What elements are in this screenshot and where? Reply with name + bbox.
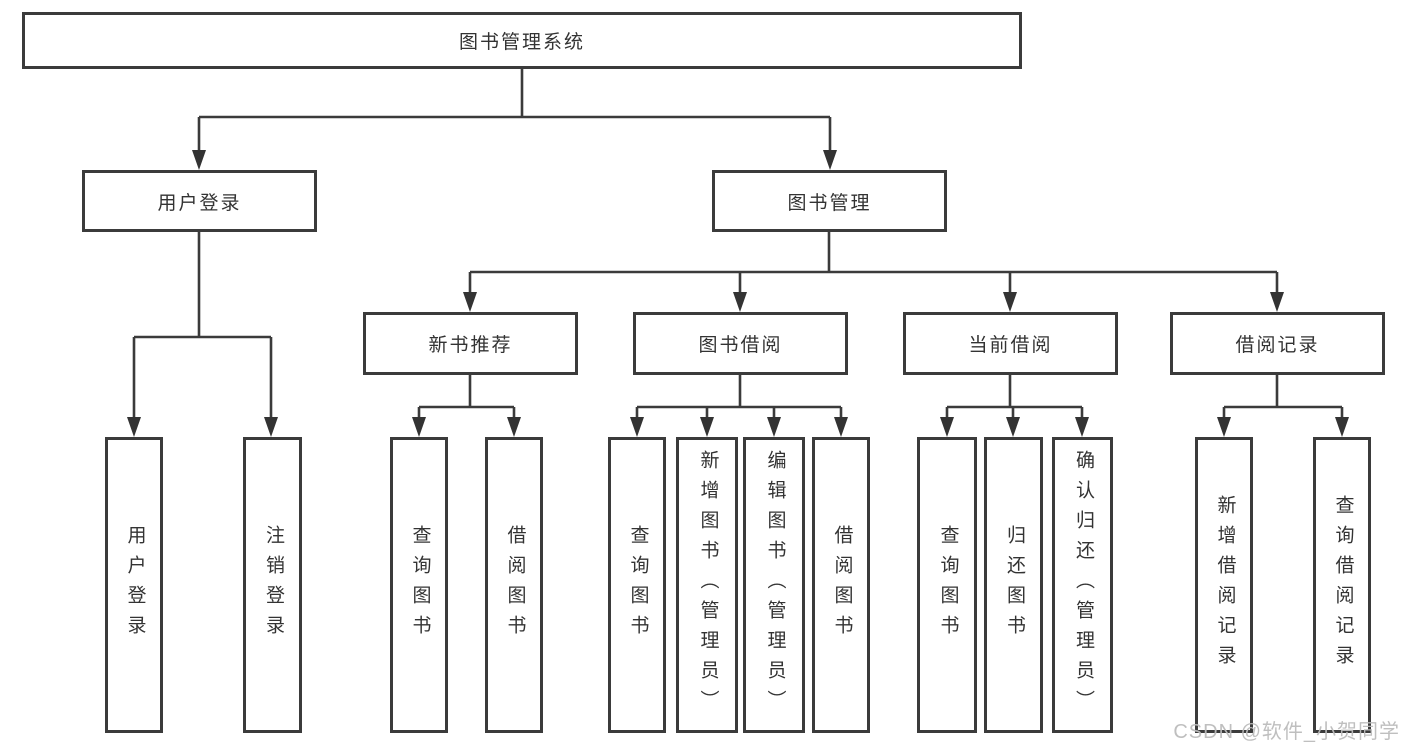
node-label: 图书管理系统: [458, 32, 585, 53]
node-label: 图书借阅: [698, 335, 783, 356]
node-label: 借阅图书: [504, 525, 526, 645]
node-return-books: 归还图书: [984, 437, 1043, 733]
node-label: 新增借阅记录: [1214, 495, 1236, 675]
node-label: 用户登录: [157, 192, 242, 214]
node-user-login-leaf: 用户登录: [105, 437, 163, 733]
node-query-borrow-record: 查询借阅记录: [1313, 437, 1371, 733]
node-label: 借阅图书: [831, 525, 853, 645]
node-borrow-books-borrowing: 借阅图书: [812, 437, 870, 733]
node-label: 借阅记录: [1235, 335, 1320, 356]
node-query-books-borrowing: 查询图书: [608, 437, 666, 733]
node-label: 用户登录: [124, 525, 146, 645]
node-label: 查询借阅记录: [1332, 495, 1354, 675]
node-logout: 注销登录: [243, 437, 302, 733]
node-label: 确认归还（管理员）: [1072, 450, 1094, 720]
node-library-management-system: 图书管理系统: [22, 12, 1022, 69]
csdn-watermark: CSDN @软件_小贺同学: [1173, 721, 1400, 743]
node-borrowing-records: 借阅记录: [1170, 312, 1385, 375]
node-label: 编辑图书（管理员）: [764, 450, 786, 720]
node-label: 图书管理: [787, 192, 872, 214]
node-user-login: 用户登录: [82, 170, 317, 232]
node-label: 查询图书: [627, 525, 649, 645]
node-book-borrowing: 图书借阅: [633, 312, 848, 375]
node-new-book-recommendation: 新书推荐: [363, 312, 578, 375]
node-label: 新增图书（管理员）: [697, 450, 719, 720]
node-add-books-admin: 新增图书（管理员）: [676, 437, 738, 733]
node-confirm-return-admin: 确认归还（管理员）: [1052, 437, 1113, 733]
node-label: 当前借阅: [968, 335, 1053, 356]
node-borrow-books-recommend: 借阅图书: [485, 437, 543, 733]
node-query-books-recommend: 查询图书: [390, 437, 448, 733]
node-label: 查询图书: [937, 525, 959, 645]
node-label: 注销登录: [262, 525, 284, 645]
node-label: 归还图书: [1003, 525, 1025, 645]
node-label: 查询图书: [409, 525, 431, 645]
node-query-books-current: 查询图书: [917, 437, 977, 733]
node-edit-books-admin: 编辑图书（管理员）: [743, 437, 805, 733]
node-book-management: 图书管理: [712, 170, 947, 232]
node-current-borrowing: 当前借阅: [903, 312, 1118, 375]
node-label: 新书推荐: [428, 335, 513, 356]
node-add-borrow-record: 新增借阅记录: [1195, 437, 1253, 733]
